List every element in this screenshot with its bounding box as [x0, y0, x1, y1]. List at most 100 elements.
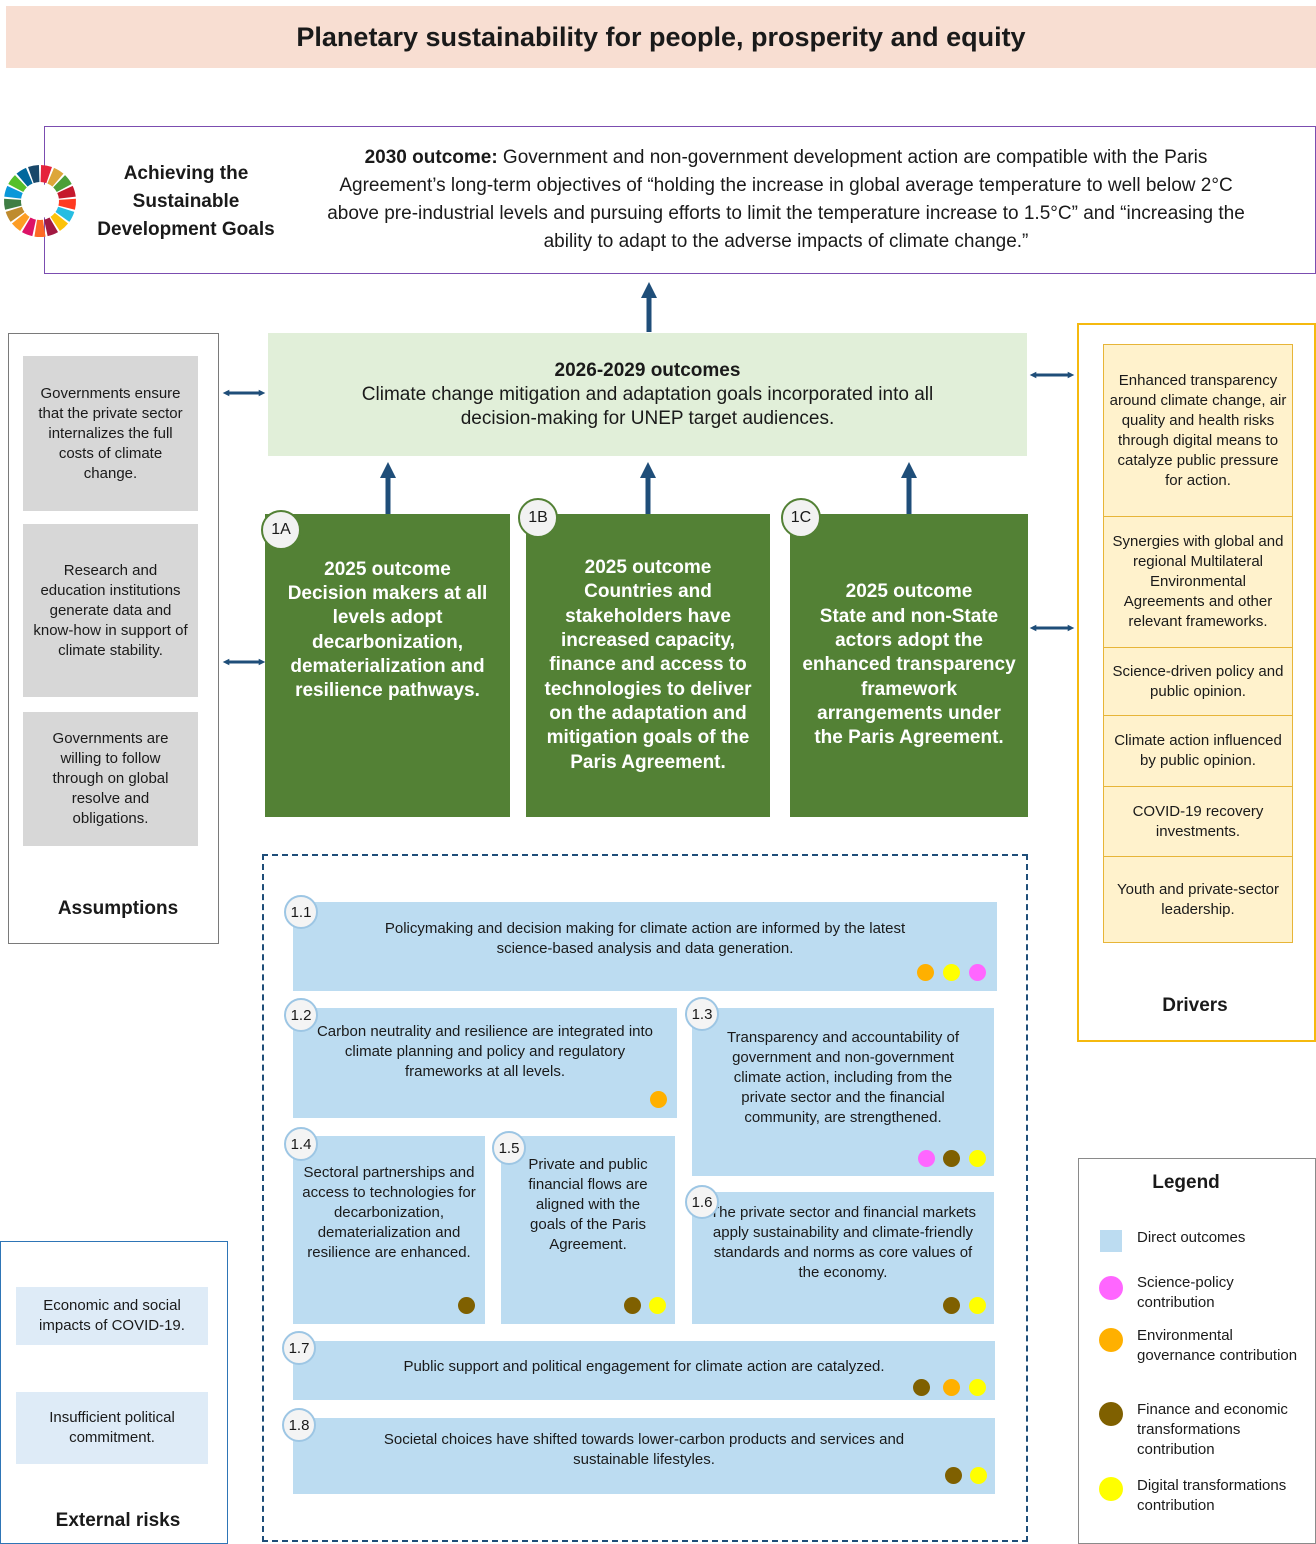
driver-item: COVID-19 recovery investments. — [1103, 786, 1293, 857]
outcome-2025-title: 2025 outcome — [845, 581, 973, 603]
legend-label: Science-policy contribution — [1137, 1274, 1234, 1311]
sdg-wheel-segment — [28, 165, 40, 184]
assumption-item: Governments ensure that the private sect… — [23, 356, 198, 511]
outcome-2025-text: Countries and stakeholders have increase… — [544, 581, 752, 773]
direct-outcome-1-7: Public support and political engagement … — [293, 1341, 995, 1400]
outcome-2030-lead: 2030 outcome: — [364, 147, 498, 168]
digital-contribution-dot — [649, 1297, 666, 1314]
risk-item: Economic and social impacts of COVID-19. — [16, 1287, 208, 1345]
driver-item: Science-driven policy and public opinion… — [1103, 647, 1293, 716]
driver-item: Synergies with global and regional Multi… — [1103, 516, 1293, 648]
sdg-wheel-segment — [8, 175, 27, 193]
sdg-wheel-segment — [53, 175, 72, 193]
sdg-wheel-segment — [11, 212, 30, 232]
direct-outcome-text: Carbon neutrality and resilience are int… — [316, 1023, 654, 1080]
outcome-badge-1a: 1A — [261, 510, 301, 550]
direct-outcome-1-8: Societal choices have shifted towards lo… — [293, 1418, 995, 1494]
legend-swatch-finance — [1099, 1402, 1123, 1426]
legend-swatch-environmental — [1099, 1328, 1123, 1352]
finance-contribution-dot — [913, 1379, 930, 1396]
digital-contribution-dot — [969, 1297, 986, 1314]
header-band: Planetary sustainability for people, pro… — [6, 6, 1316, 68]
direct-outcome-1-3: Transparency and accountability of gover… — [692, 1008, 994, 1176]
driver-item: Youth and private-sector leadership. — [1103, 856, 1293, 943]
legend-label: Digital transformations contribution — [1137, 1477, 1287, 1514]
direct-outcome-1-4: Sectoral partnerships and access to tech… — [293, 1136, 485, 1324]
direct-outcome-1-1: Policymaking and decision making for cli… — [293, 902, 997, 991]
direct-outcome-text: The private sector and financial markets… — [710, 1204, 976, 1281]
legend-swatch-digital — [1099, 1477, 1123, 1501]
driver-item: Enhanced transparency around climate cha… — [1103, 344, 1293, 517]
direct-outcome-badge: 1.5 — [492, 1131, 526, 1165]
finance-contribution-dot — [943, 1150, 960, 1167]
assumption-item: Research and education institutions gene… — [23, 524, 198, 697]
legend-title: Legend — [1152, 1172, 1220, 1193]
sdg-wheel-segment — [4, 185, 23, 199]
external-risks-title: External risks — [55, 1510, 181, 1531]
finance-contribution-dot — [458, 1297, 475, 1314]
outcome-2025-text: Decision makers at all levels adopt deca… — [287, 582, 488, 702]
outcome-2025-title: 2025 outcome — [584, 557, 712, 579]
direct-outcomes-frame — [262, 854, 1028, 1542]
risk-item: Insufficient political commitment. — [16, 1392, 208, 1464]
legend-label: Direct outcomes — [1137, 1229, 1246, 1246]
environmental-contribution-dot — [917, 964, 934, 981]
sdg-wheel-segment — [44, 217, 59, 237]
outcome-2030-text: 2030 outcome: Government and non-governm… — [318, 144, 1254, 256]
direct-outcome-text: Private and public financial flows are a… — [528, 1156, 648, 1253]
digital-contribution-dot — [969, 1379, 986, 1396]
assumptions-title: Assumptions — [57, 898, 179, 919]
sdg-wheel-segment — [50, 212, 69, 232]
direct-outcome-badge: 1.7 — [282, 1331, 316, 1365]
direct-outcome-text: Transparency and accountability of gover… — [726, 1029, 960, 1126]
outcome-2025-text: State and non-State actors adopt the enh… — [802, 605, 1016, 749]
sdg-wheel-segment — [55, 206, 75, 222]
direct-outcome-1-2: Carbon neutrality and resilience are int… — [293, 1008, 677, 1118]
direct-outcome-badge: 1.4 — [284, 1127, 318, 1161]
outcome-2025-1c: 2025 outcome State and non-State actors … — [790, 514, 1028, 817]
sdg-wheel-segment — [57, 185, 76, 199]
sdg-wheel-segment — [5, 206, 25, 222]
outcome-2025-1a: 2025 outcome Decision makers at all leve… — [265, 514, 510, 817]
digital-contribution-dot — [943, 964, 960, 981]
science-contribution-dot — [969, 964, 986, 981]
direct-outcome-text: Societal choices have shifted towards lo… — [383, 1431, 905, 1468]
sdg-wheel-segment — [4, 198, 22, 210]
outcomes-2026-box: 2026-2029 outcomes Climate change mitiga… — [268, 333, 1027, 456]
direct-outcome-1-5: Private and public financial flows are a… — [501, 1136, 675, 1324]
drivers-title: Drivers — [1162, 995, 1228, 1016]
direct-outcome-text: Sectoral partnerships and access to tech… — [302, 1164, 476, 1261]
outcomes-2026-text: Climate change mitigation and adaptation… — [361, 383, 934, 429]
finance-contribution-dot — [624, 1297, 641, 1314]
direct-outcome-badge: 1.6 — [685, 1185, 719, 1219]
direct-outcome-badge: 1.3 — [685, 997, 719, 1031]
outcome-2025-title: 2025 outcome — [324, 558, 451, 580]
outcome-2025-1b: 2025 outcome Countries and stakeholders … — [526, 514, 770, 817]
sdg-wheel-icon — [4, 165, 76, 237]
outcomes-2026-title: 2026-2029 outcomes — [554, 359, 741, 381]
sdg-wheel-segment — [16, 167, 33, 187]
goal-2030-box — [44, 126, 1316, 274]
direct-outcome-text: Policymaking and decision making for cli… — [384, 919, 906, 957]
outcome-2030-body: Government and non-government developmen… — [327, 147, 1245, 252]
legend-label: Environmental governance contribution — [1137, 1327, 1298, 1364]
digital-contribution-dot — [970, 1467, 987, 1484]
finance-contribution-dot — [945, 1467, 962, 1484]
digital-contribution-dot — [969, 1150, 986, 1167]
page-title: Planetary sustainability for people, pro… — [296, 21, 1026, 52]
sdg-wheel-segment — [58, 198, 76, 210]
outcome-badge-1b: 1B — [518, 498, 558, 538]
driver-item: Climate action influenced by public opin… — [1103, 715, 1293, 787]
direct-outcome-badge: 1.8 — [282, 1408, 316, 1442]
sdg-wheel-segment — [34, 219, 46, 237]
finance-contribution-dot — [943, 1297, 960, 1314]
legend-swatch-science — [1099, 1276, 1123, 1300]
sdg-wheel-segment — [21, 217, 36, 237]
direct-outcome-badge: 1.1 — [284, 895, 318, 929]
legend-label: Finance and economic transformations con… — [1137, 1401, 1288, 1458]
outcome-badge-1c: 1C — [781, 498, 821, 538]
legend-swatch-direct — [1100, 1230, 1122, 1252]
environmental-contribution-dot — [650, 1091, 667, 1108]
direct-outcome-text: Public support and political engagement … — [403, 1357, 885, 1375]
sdg-wheel-segment — [47, 167, 64, 187]
